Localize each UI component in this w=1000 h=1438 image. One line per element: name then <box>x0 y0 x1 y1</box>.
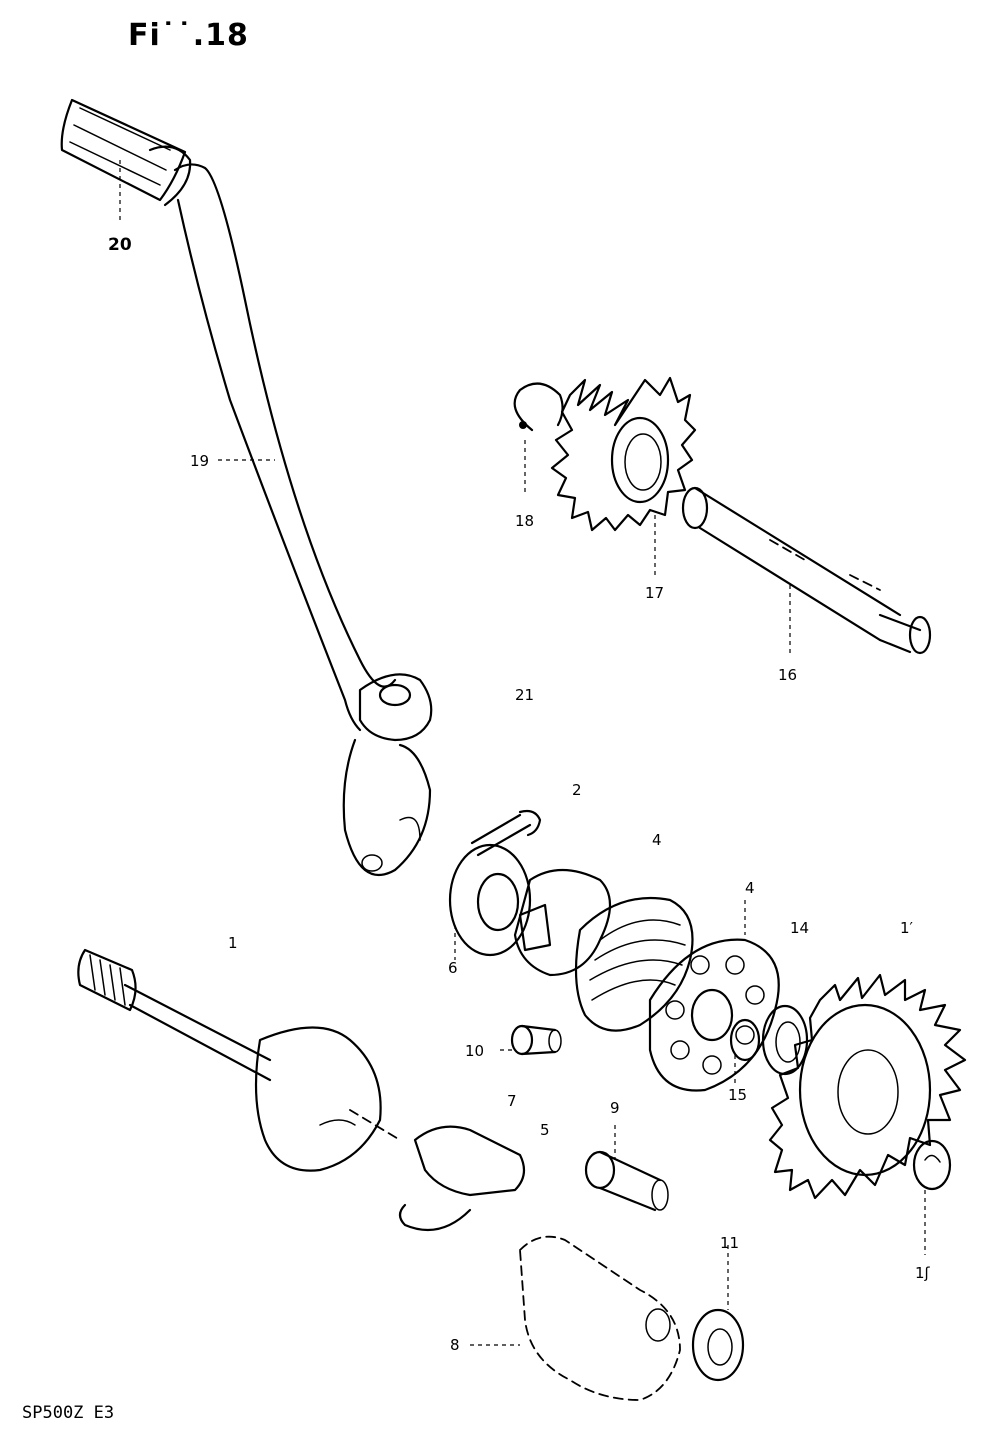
part-13-circlip <box>912 1139 952 1191</box>
label-4b: 4 <box>745 879 755 897</box>
part-16-shaft <box>681 486 932 655</box>
part-1-kick-shaft <box>77 948 401 1172</box>
leader-lines <box>119 160 926 1346</box>
label-20: 20 <box>108 235 132 255</box>
part-9-bolt <box>584 1150 669 1212</box>
part-6-washer <box>448 843 532 957</box>
label-4: 4 <box>652 831 662 849</box>
label-12: 1′ <box>900 919 914 937</box>
label-18: 18 <box>515 512 534 530</box>
label-10: 10 <box>465 1042 484 1060</box>
part-14-washer <box>761 1004 809 1076</box>
label-5: 5 <box>540 1121 550 1139</box>
part-19-kick-lever <box>173 163 433 876</box>
model-code: SP500Z E3 <box>22 1403 115 1423</box>
part-20-kick-rubber <box>60 98 192 207</box>
label-7: 7 <box>507 1092 517 1110</box>
part-15-washer <box>729 1018 761 1062</box>
part-17-idle-gear <box>550 376 697 532</box>
label-21: 21 <box>515 686 534 704</box>
part-5-spring-wire <box>398 1203 472 1232</box>
label-1: 1 <box>228 934 238 952</box>
label-8: 8 <box>450 1336 460 1354</box>
label-2: 2 <box>572 781 582 799</box>
label-19: 19 <box>190 452 209 470</box>
label-15: 15 <box>728 1086 747 1104</box>
part-12-kick-gear <box>768 973 967 1200</box>
label-6: 6 <box>448 959 458 977</box>
label-13: 1ʃ <box>915 1264 931 1282</box>
part-18-circlip <box>513 382 564 432</box>
label-17: 17 <box>645 584 664 602</box>
part-8-guide-plate <box>519 1235 681 1401</box>
part-10-pin <box>510 1024 562 1056</box>
part-21-bolt <box>470 809 542 857</box>
label-9: 9 <box>610 1099 620 1117</box>
label-11: 11 <box>720 1234 739 1252</box>
part-4-spring <box>574 896 694 1032</box>
label-14: 14 <box>790 919 809 937</box>
part-11-washer <box>691 1308 745 1382</box>
part-7-pawl <box>413 1125 526 1197</box>
figure-title: Fi˙˙.18 <box>128 18 249 53</box>
label-16: 16 <box>778 666 797 684</box>
